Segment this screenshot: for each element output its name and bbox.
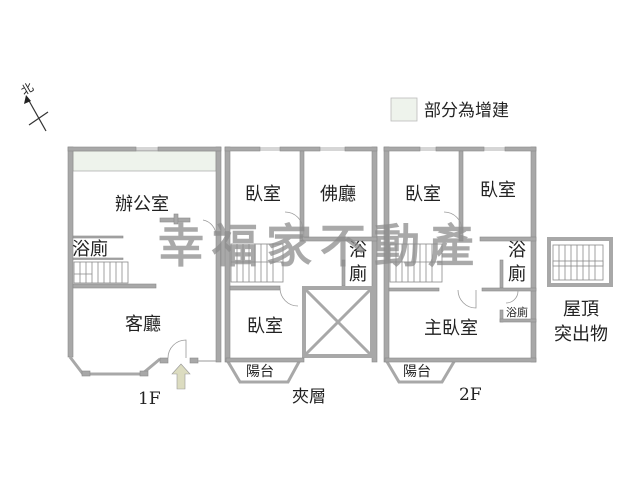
room-balcony: 陽台 xyxy=(403,364,431,380)
room-bathroom: 浴廁 xyxy=(72,238,108,260)
roof-label-line1: 屋頂 xyxy=(563,299,599,320)
room-bathroom-line2: 廁 xyxy=(349,263,367,285)
room-bedroom: 臥室 xyxy=(247,316,283,337)
legend-swatch xyxy=(390,97,418,122)
floor-1f: 辦公室 浴廁 客廳 1F xyxy=(67,146,222,409)
staircase-icon xyxy=(230,243,284,283)
north-arrow-icon xyxy=(24,95,49,132)
floor-roof: 屋頂 突出物 xyxy=(547,237,613,345)
room-bathroom-line1: 浴 xyxy=(508,240,526,261)
entrance-arrow-icon xyxy=(171,363,191,390)
room-shrine: 佛廳 xyxy=(320,184,356,205)
room-office: 辦公室 xyxy=(115,194,169,215)
watermark: 幸福家不動產 xyxy=(158,219,482,273)
room-master-bedroom: 主臥室 xyxy=(424,318,478,339)
floor-label-2f: 2F xyxy=(459,385,482,405)
staircase-icon xyxy=(389,243,443,283)
staircase-icon xyxy=(73,261,129,284)
room-balcony: 陽台 xyxy=(246,364,274,380)
floor-2f: 臥室 臥室 浴 廁 浴廁 主臥室 陽台 2F xyxy=(383,146,537,405)
floor-mezzanine: 臥室 佛廳 浴 廁 臥室 陽台 夾層 xyxy=(224,146,378,407)
room-bedroom: 臥室 xyxy=(405,184,441,205)
addition-area xyxy=(72,150,217,172)
legend: 部分為增建 xyxy=(390,97,509,122)
void-opening xyxy=(302,286,374,358)
north-label: 北 xyxy=(19,80,36,98)
room-ensuite-bathroom: 浴廁 xyxy=(506,305,528,319)
room-bedroom: 臥室 xyxy=(480,180,516,201)
roof-label-line2: 突出物 xyxy=(554,324,608,345)
compass: 北 xyxy=(19,80,49,132)
floor-label-1f: 1F xyxy=(138,389,161,409)
floor-label-mezzanine: 夾層 xyxy=(292,387,326,407)
room-bedroom: 臥室 xyxy=(245,184,281,205)
staircase-icon xyxy=(552,244,604,281)
legend-label: 部分為增建 xyxy=(424,101,509,121)
room-bathroom-line1: 浴 xyxy=(349,240,367,261)
room-living: 客廳 xyxy=(125,314,161,335)
room-bathroom-line2: 廁 xyxy=(508,263,526,285)
